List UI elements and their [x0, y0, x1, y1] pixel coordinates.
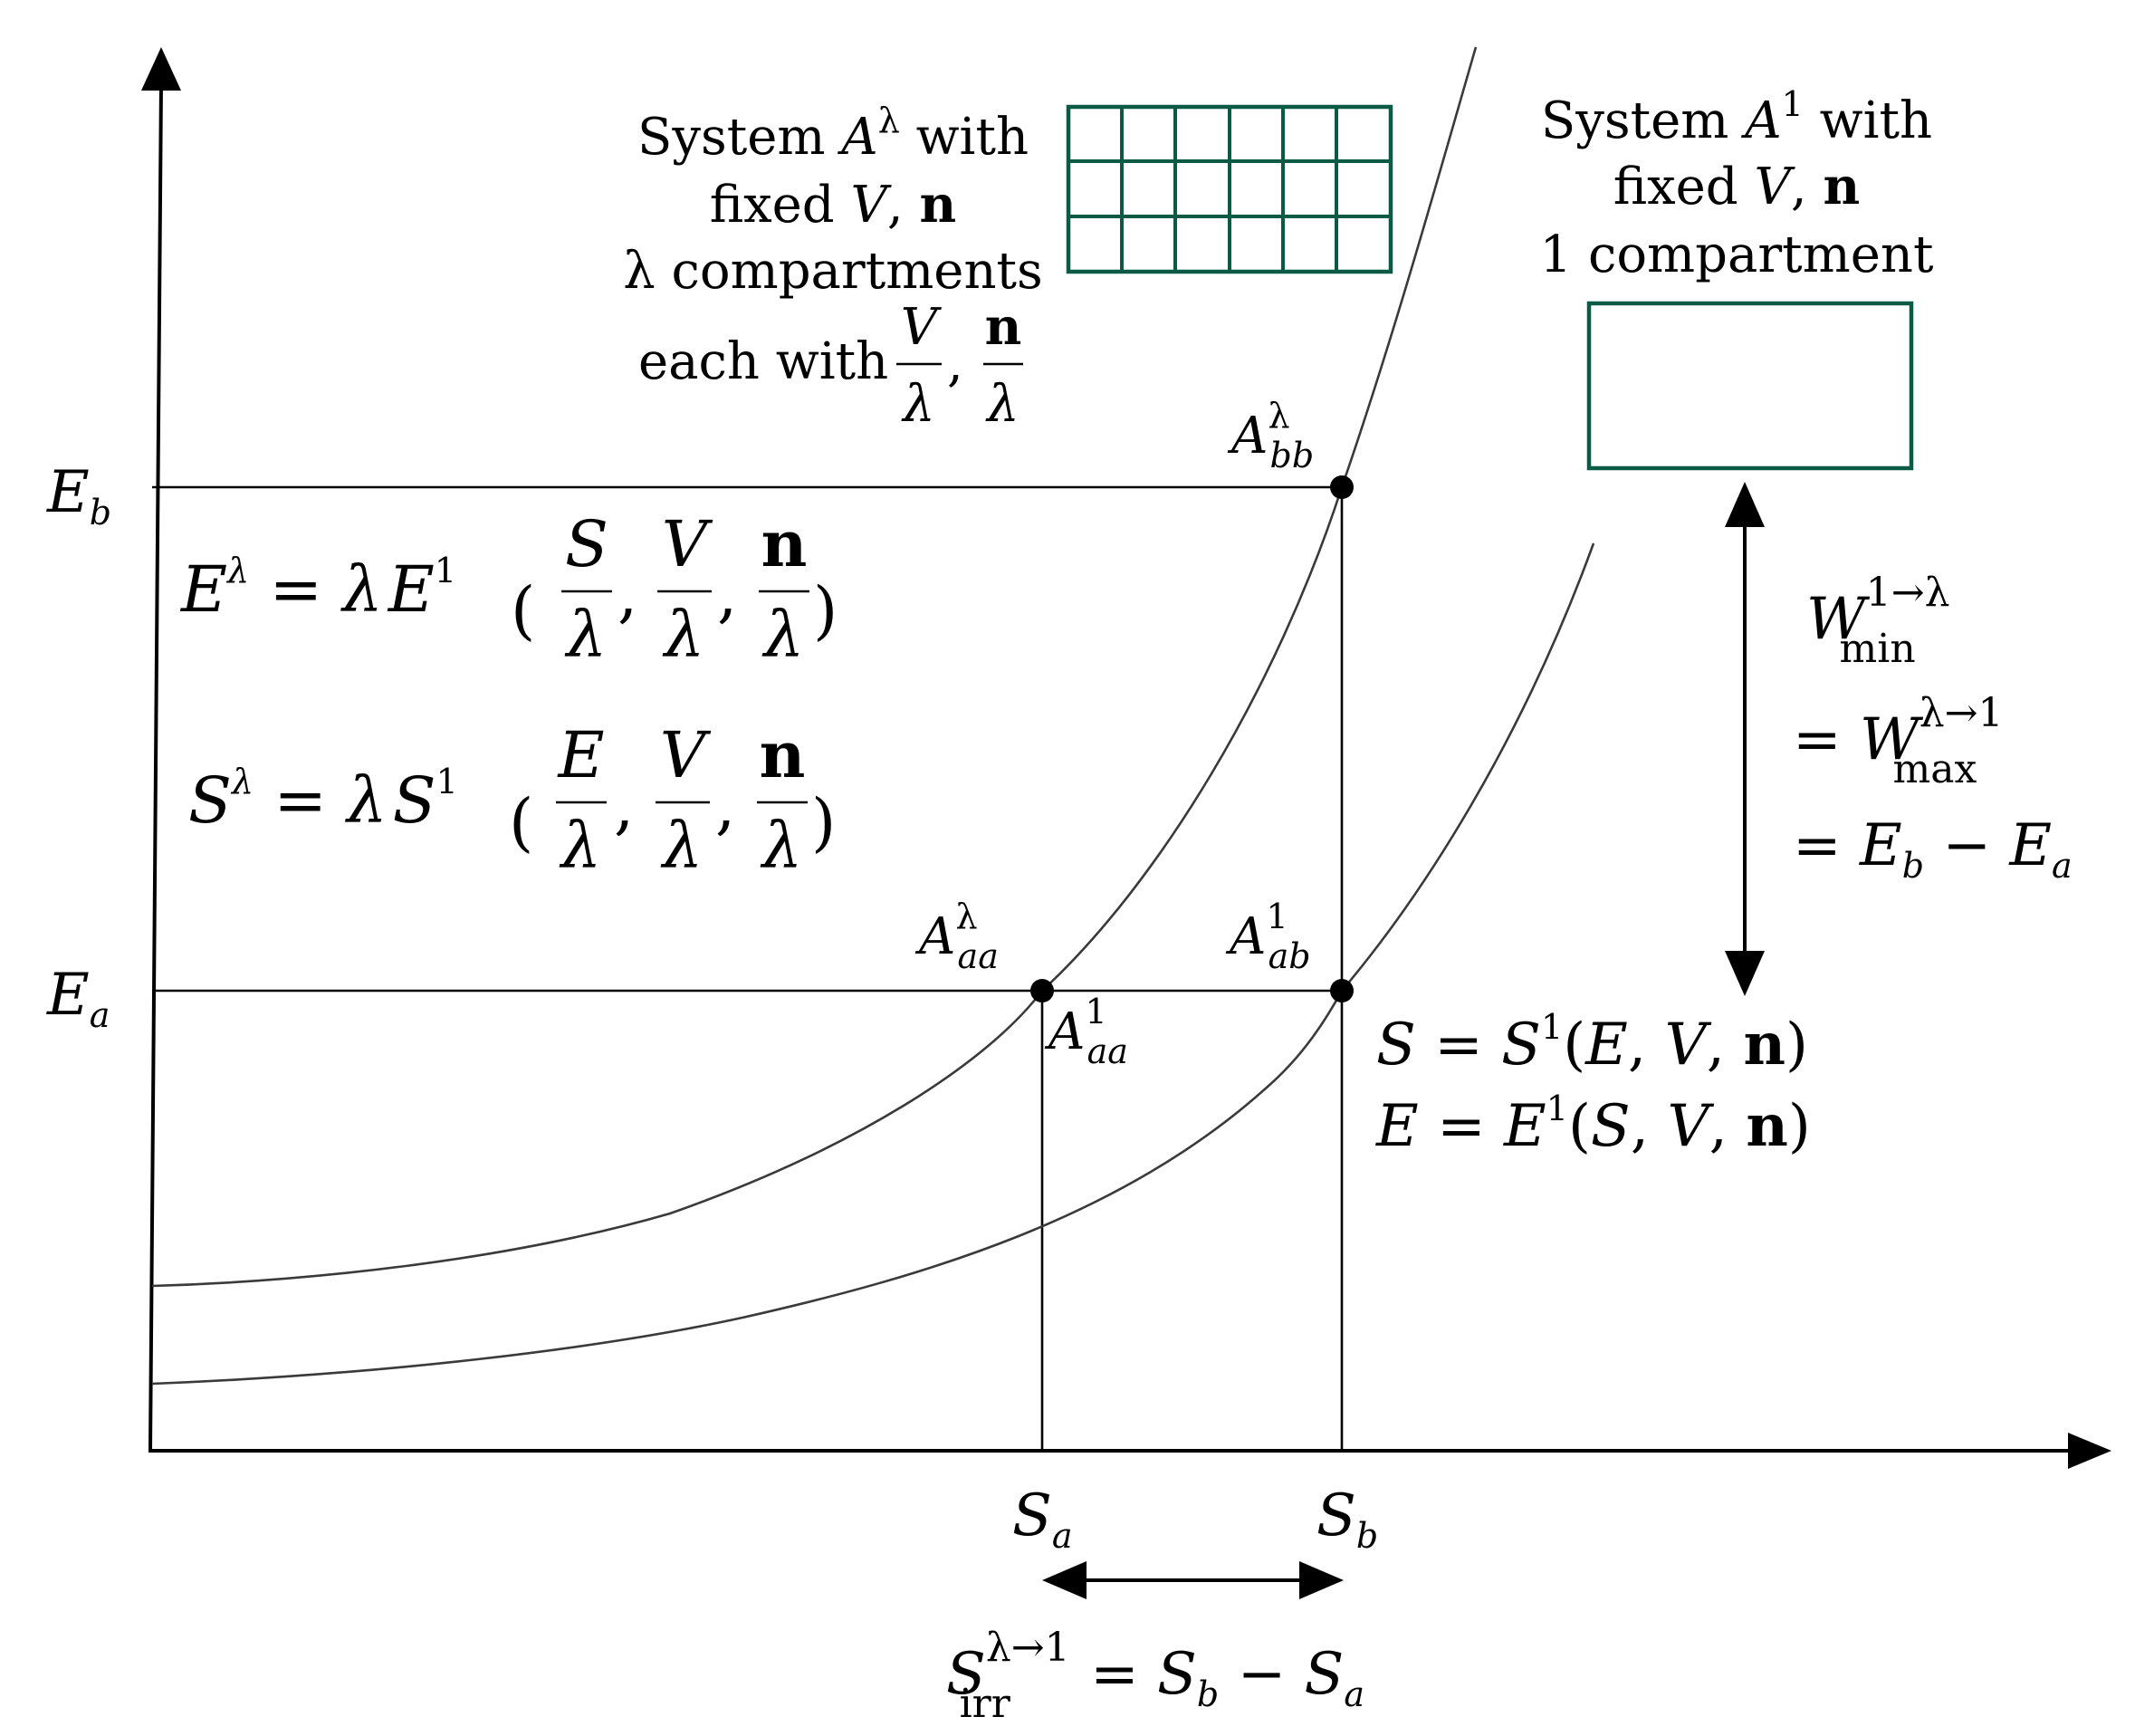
eq-work-line3: = Eb − Ea [1793, 812, 2073, 886]
entropy-arrow-head-right [1299, 1561, 1344, 1599]
system-lambda-caption: System Aλ with fixed V, n λ compartments… [623, 101, 1043, 434]
eq-e-lambda: Eλ = λE1 ( S λ , V λ , n λ ) [179, 506, 838, 672]
eq-fundamental-line2: E = E1(S, V, n) [1375, 1089, 1811, 1160]
eq-e-lambda-lparen: ( [511, 573, 535, 647]
eq-s-lambda-f1-num: E [556, 718, 604, 792]
system-lambda-line1: System Aλ with [637, 101, 1029, 167]
point-a-ab-1 [1330, 979, 1354, 1002]
system-one-line2: fixed V, n [1613, 157, 1861, 216]
eq-e-lambda-comma2: , [717, 557, 737, 631]
label-eb: Eb [46, 459, 111, 532]
system-one-box [1586, 301, 1914, 471]
eq-e-lambda-f1-den: λ [564, 598, 607, 672]
eq-s-lambda-rparen: ) [811, 785, 836, 859]
system-one-caption: System A1 with fixed V, n 1 compartment [1540, 84, 1934, 284]
eq-e-lambda-f3-den: λ [761, 598, 804, 672]
eq-s-lambda-f2-den: λ [660, 809, 703, 883]
y-axis-arrowhead [141, 47, 181, 91]
system-lambda-frac1-num: V [901, 298, 943, 357]
system-one-line1: System A1 with [1541, 84, 1932, 150]
system-lambda-box [1066, 104, 1393, 274]
eq-s-lambda-lhs: Sλ = λS1 [188, 762, 458, 838]
label-sa: Sa [1012, 1482, 1073, 1556]
system-lambda-line3: λ compartments [623, 242, 1043, 301]
eq-e-lambda-f2-den: λ [662, 598, 704, 672]
eq-fundamental-line1: S = S1(E, V, n) [1376, 1007, 1808, 1079]
eq-e-lambda-f1-num: S [565, 507, 608, 581]
entropy-arrow-head-left [1042, 1561, 1087, 1599]
system-one-line3: 1 compartment [1540, 225, 1934, 284]
axes [141, 47, 2111, 1469]
eq-s-lambda-comma1: , [614, 769, 634, 843]
work-double-arrow [1725, 482, 1765, 996]
label-sb: Sb [1316, 1482, 1378, 1556]
eq-fundamental: S = S1(E, V, n) E = E1(S, V, n) [1375, 1007, 1811, 1160]
points [1030, 475, 1354, 1002]
eq-s-lambda-f3-den: λ [760, 809, 802, 883]
eq-s-lambda-comma2: , [715, 769, 735, 843]
entropy-double-arrow [1042, 1561, 1344, 1599]
system-lambda-frac-comma: , [947, 334, 963, 393]
eq-e-lambda-lhs: Eλ = λE1 [179, 551, 456, 627]
eq-e-lambda-f2-num: V [662, 507, 713, 581]
eq-s-lambda: Sλ = λS1 ( E λ , V λ , n λ ) [188, 717, 836, 883]
system-lambda-line2: fixed V, n [710, 175, 957, 235]
system-lambda-frac1-den: λ [901, 375, 935, 434]
work-arrow-head-bottom [1725, 951, 1765, 996]
system-lambda-line4: each with [638, 332, 888, 391]
eq-e-lambda-f3-num: n [761, 506, 808, 581]
system-lambda-frac2-den: λ [985, 375, 1020, 434]
eq-e-lambda-rparen: ) [813, 573, 838, 647]
guide-lines [152, 485, 1344, 1451]
point-a-bb-lambda [1330, 475, 1354, 499]
point-a-aa [1030, 979, 1054, 1002]
y-axis [148, 82, 163, 1452]
eq-s-lambda-f2-num: V [660, 718, 712, 792]
curve-one [151, 542, 1595, 1386]
work-arrow-head-top [1725, 482, 1765, 527]
x-axis-arrowhead [2068, 1433, 2111, 1469]
label-ea: Ea [46, 962, 110, 1035]
eq-s-lambda-lparen: ( [509, 785, 533, 859]
eq-e-lambda-comma1: , [617, 557, 637, 631]
eq-s-lambda-f1-den: λ [559, 809, 601, 883]
system-lambda-frac2-num: n [985, 297, 1022, 357]
eq-s-lambda-f3-num: n [760, 717, 806, 792]
